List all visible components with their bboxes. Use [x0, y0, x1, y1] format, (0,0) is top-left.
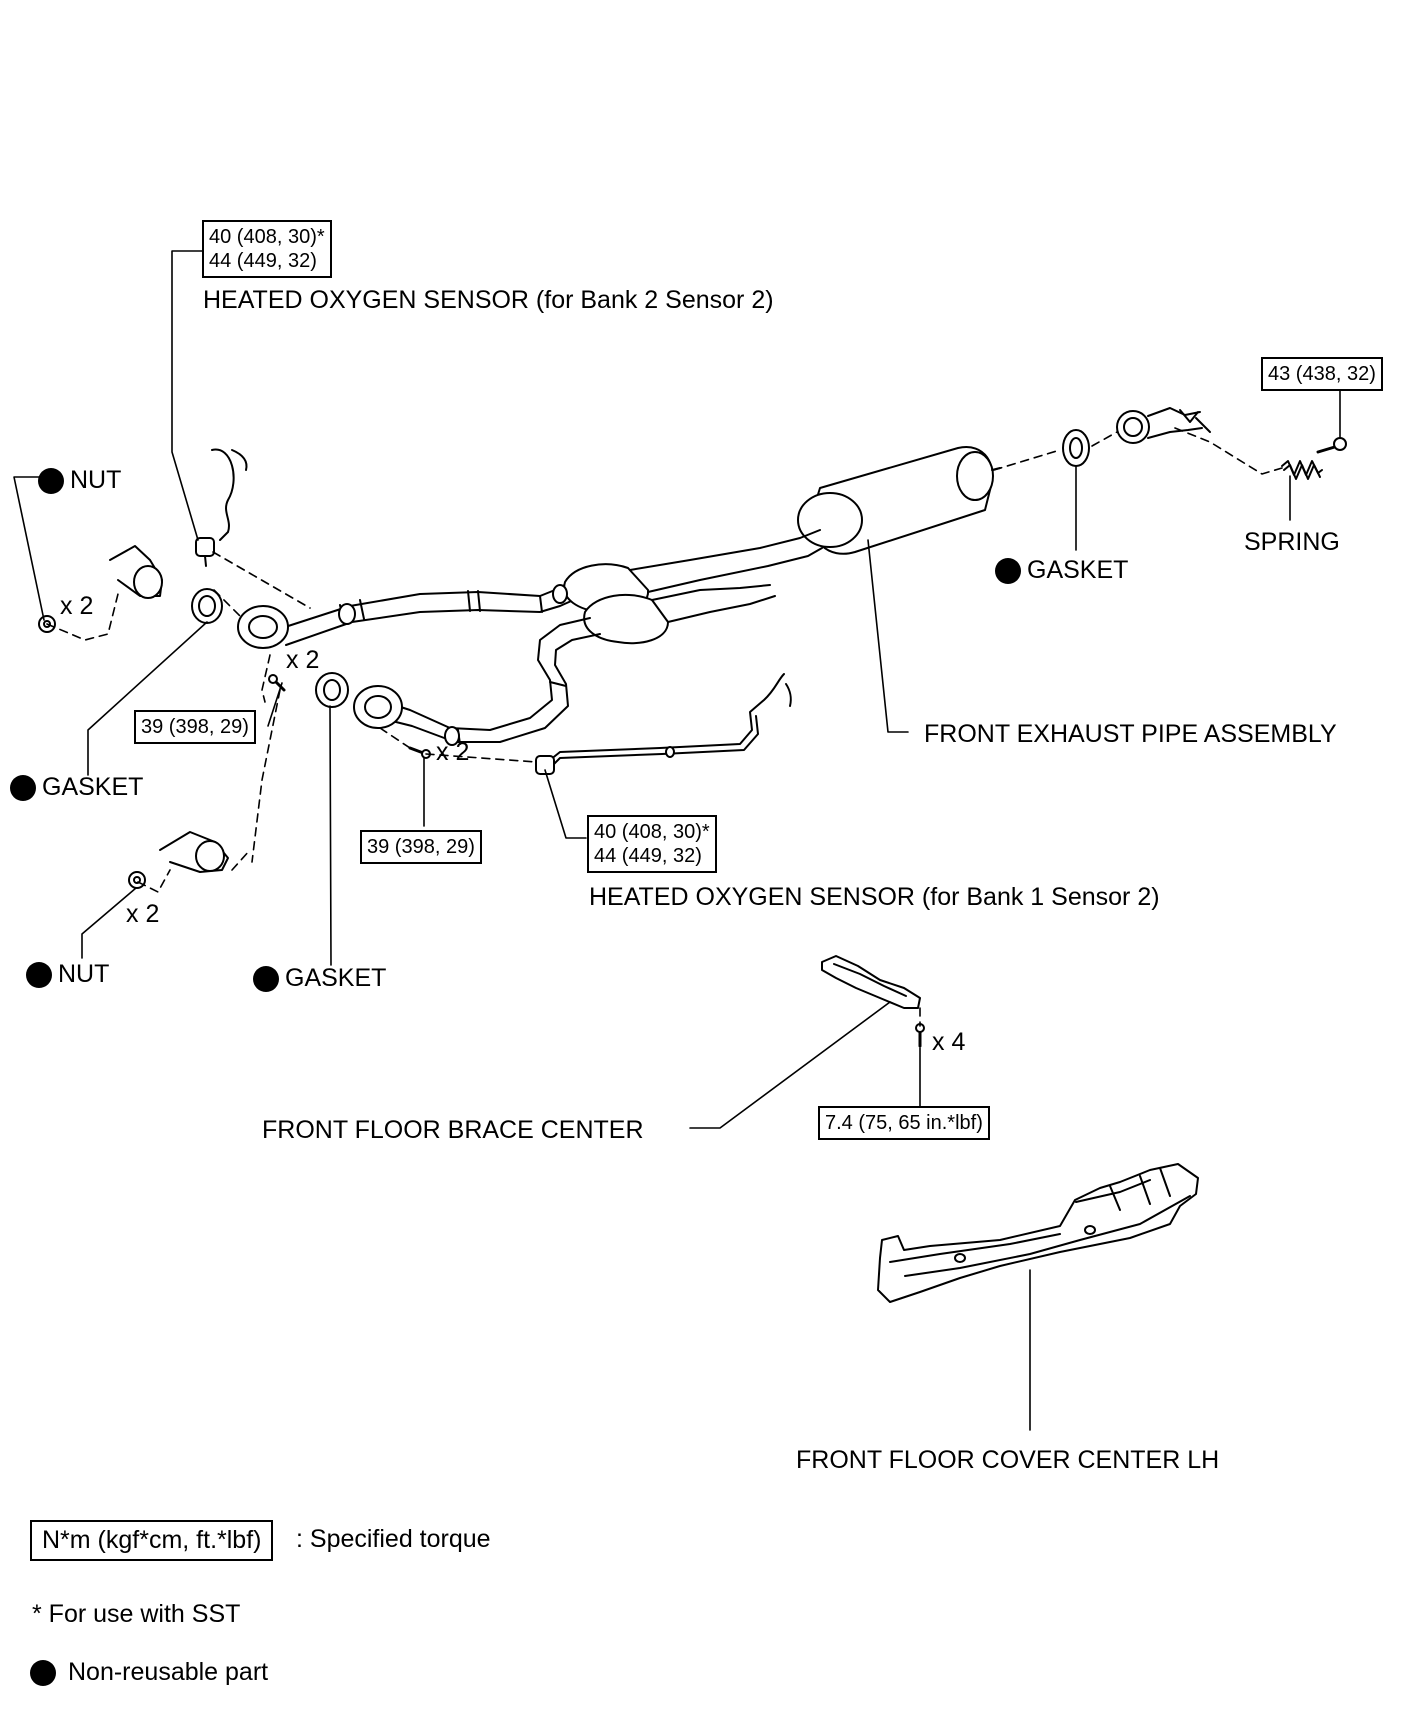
nut-bottom-drawing [128, 871, 146, 889]
label-front-floor-brace: FRONT FLOOR BRACE CENTER [262, 1116, 644, 1144]
label-o2-bank1: HEATED OXYGEN SENSOR (for Bank 1 Sensor … [589, 883, 1160, 911]
torque-line: 44 (449, 32) [209, 250, 317, 272]
gasket-left-drawing [191, 588, 223, 624]
torque-box-o2-bank2: 40 (408, 30)* 44 (449, 32) [202, 220, 332, 278]
qty-nut-bottom: x 2 [126, 900, 160, 928]
torque-box-o2-bank1: 40 (408, 30)* 44 (449, 32) [587, 815, 717, 873]
bolt-left-drawing [268, 674, 286, 692]
legend-torque-unit: N*m (kgf*cm, ft.*lbf) [30, 1520, 274, 1561]
torque-line: 40 (408, 30)* [209, 226, 325, 248]
torque-line: 44 (449, 32) [594, 845, 702, 867]
pipe-flange-center [353, 685, 403, 729]
o2-sensor-bank1-drawing [535, 673, 792, 775]
torque-line: 40 (408, 30)* [594, 821, 710, 843]
label-gasket-left: GASKET [10, 775, 143, 801]
non-reusable-dot-icon [30, 1660, 56, 1686]
label-spring: SPRING [1244, 528, 1340, 556]
label-gasket-right: GASKET [995, 558, 1128, 584]
torque-box-spring-bolt: 43 (438, 32) [1261, 357, 1383, 391]
leader-lines [13, 250, 1341, 1431]
qty-bolt-center: x 2 [436, 738, 470, 766]
gasket-right-drawing [1062, 429, 1090, 467]
legend-torque-desc: : Specified torque [296, 1525, 491, 1553]
label-nut-top: NUT [38, 468, 121, 494]
gasket-center-drawing [315, 672, 349, 708]
spring-bolt-drawing [1316, 437, 1347, 454]
qty-bolt-left: x 2 [286, 646, 320, 674]
spring-drawing [1281, 460, 1323, 480]
manifold-stub-lower [159, 831, 229, 873]
label-front-exhaust-pipe: FRONT EXHAUST PIPE ASSEMBLY [924, 720, 1337, 748]
tail-pipe-drawing [1116, 407, 1211, 444]
torque-box-flange-center: 39 (398, 29) [360, 830, 482, 864]
legend-sst-note: * For use with SST [32, 1600, 241, 1628]
front-floor-brace-drawing [821, 955, 925, 1048]
front-exhaust-pipe-drawing [281, 446, 1001, 746]
qty-brace-bolts: x 4 [932, 1028, 966, 1056]
front-floor-cover-drawing [877, 1163, 1199, 1303]
label-nut-bottom: NUT [26, 962, 109, 988]
qty-nut-top: x 2 [60, 592, 94, 620]
torque-box-brace: 7.4 (75, 65 in.*lbf) [818, 1106, 990, 1140]
o2-sensor-bank2-drawing [195, 448, 248, 567]
label-gasket-center: GASKET [253, 966, 386, 992]
torque-box-flange-left: 39 (398, 29) [134, 710, 256, 744]
pipe-flange-left [237, 605, 289, 649]
manifold-stub-upper [109, 545, 163, 599]
label-o2-bank2: HEATED OXYGEN SENSOR (for Bank 2 Sensor … [203, 286, 774, 314]
legend-non-reusable: Non-reusable part [68, 1658, 269, 1686]
label-front-floor-cover: FRONT FLOOR COVER CENTER LH [796, 1446, 1220, 1474]
assembly-dashed-lines [46, 427, 1283, 1027]
bolt-center-drawing [408, 746, 431, 759]
